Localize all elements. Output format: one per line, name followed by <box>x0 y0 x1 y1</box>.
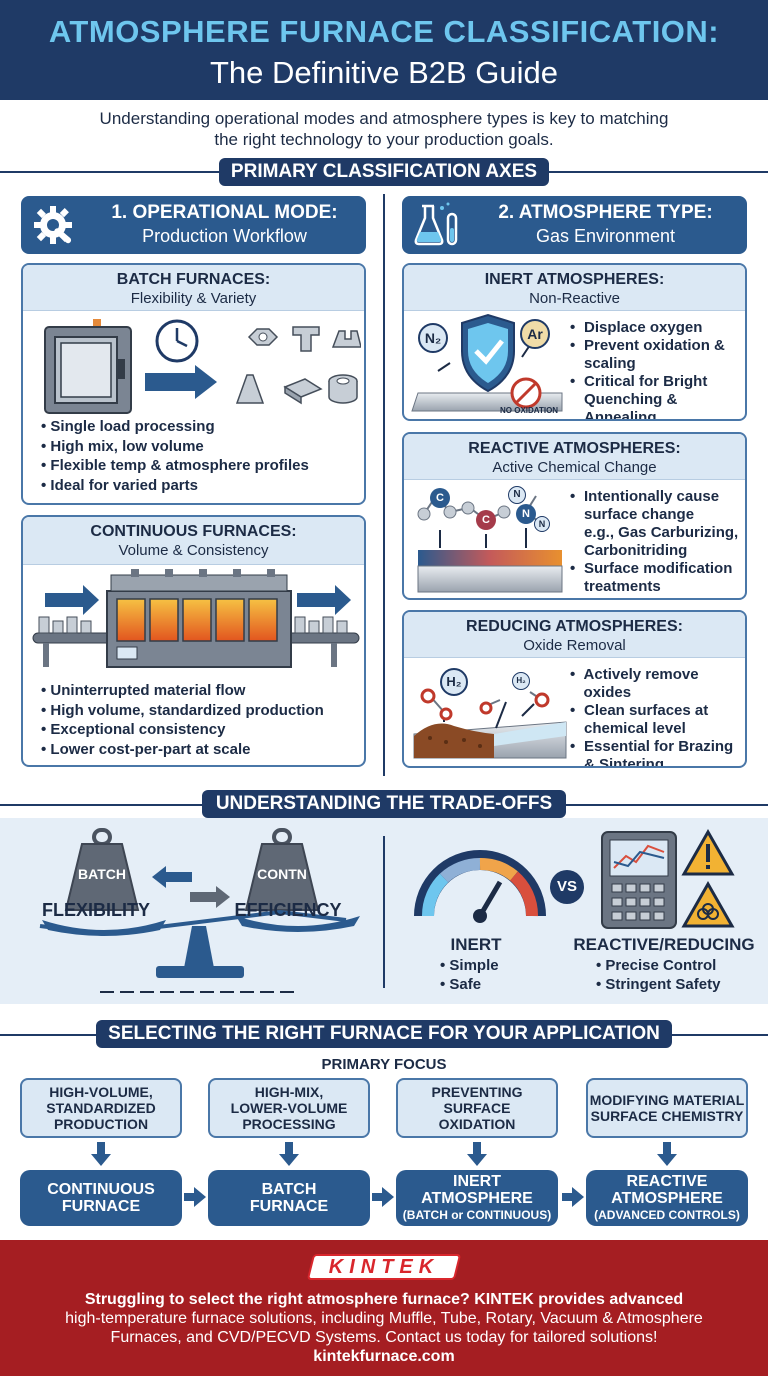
section-heading-selecting: SELECTING THE RIGHT FURNACE FOR YOUR APP… <box>96 1020 672 1048</box>
carbon-atom: C <box>476 510 496 530</box>
header-banner: ATMOSPHERE FURNACE CLASSIFICATION: The D… <box>0 0 768 100</box>
result-inert-atmosphere: INERT ATMOSPHERE (BATCH or CONTINUOUS) <box>396 1170 558 1226</box>
balance-scale-illustration <box>39 828 360 993</box>
argon-bubble: Ar <box>520 319 550 349</box>
section-heading-primary: PRIMARY CLASSIFICATION AXES <box>219 158 549 186</box>
nitrogen-atom: N <box>516 504 536 524</box>
page-title: ATMOSPHERE FURNACE CLASSIFICATION: <box>48 14 720 49</box>
vs-badge: VS <box>550 870 584 904</box>
reducing-oxide-illustration <box>413 688 567 759</box>
reactive-tradeoff-title: REACTIVE/REDUCING <box>573 935 755 954</box>
nitrogen-bubble: N₂ <box>418 323 448 353</box>
batch-furnaces-card: BATCH FURNACES: Flexibility & Variety • … <box>21 263 366 505</box>
hydrogen-bubble: H₂ <box>512 672 530 690</box>
carbon-atom: C <box>430 488 450 508</box>
footer-banner: KINTEK Struggling to select the right at… <box>0 1240 768 1376</box>
reactive-tradeoff-items: • Precise Control • Stringent Safety <box>596 957 721 993</box>
hydrogen-bubble: H₂ <box>440 668 468 696</box>
gear-wrench-icon <box>34 206 72 244</box>
inert-bullets: •Displace oxygen •Prevent oxidation & sc… <box>570 319 725 421</box>
website-link[interactable]: kintekfurnace.com <box>313 1348 455 1365</box>
nitrogen-atom: N <box>534 516 550 532</box>
page-subtitle: The Definitive B2B Guide <box>209 55 559 90</box>
operational-mode-header: 1. OPERATIONAL MODE: Production Workflow <box>21 196 366 254</box>
atmosphere-type-header: 2. ATMOSPHERE TYPE: Gas Environment <box>402 196 747 254</box>
reducing-bullets: •Actively remove oxides •Clean surfaces … <box>570 666 734 768</box>
result-reactive-atmosphere: REACTIVE ATMOSPHERE (ADVANCED CONTROLS) <box>586 1170 748 1226</box>
primary-focus-label: PRIMARY FOCUS <box>321 1056 447 1073</box>
reducing-atmospheres-card: REDUCING ATMOSPHERES: Oxide Removal H₂ H… <box>402 610 747 768</box>
batch-bullets: • Single load processing • High mix, low… <box>41 418 309 494</box>
inert-atmospheres-card: INERT ATMOSPHERES: Non-Reactive N₂ Ar NO… <box>402 263 747 421</box>
no-oxidation-label: NO OXIDATION <box>500 406 559 415</box>
continuous-furnace-illustration <box>32 569 360 668</box>
result-continuous-furnace: CONTINUOUS FURNACE <box>20 1170 182 1226</box>
continuous-bullets: • Uninterrupted material flow • High vol… <box>41 682 324 758</box>
gauge-and-panel-illustration <box>414 828 735 929</box>
inert-shield-illustration <box>411 313 563 412</box>
reactive-atmospheres-card: REACTIVE ATMOSPHERES: Active Chemical Ch… <box>402 432 747 600</box>
efficiency-label: EFFICIENCY <box>234 900 342 920</box>
column-divider <box>383 194 385 776</box>
section-heading-tradeoffs: UNDERSTANDING THE TRADE-OFFS <box>202 790 566 818</box>
result-batch-furnace: BATCH FURNACE <box>208 1170 370 1226</box>
inert-tradeoff-items: • Simple • Safe <box>440 957 499 993</box>
inert-tradeoff-title: INERT <box>450 935 502 954</box>
nitrogen-atom: N <box>508 486 526 504</box>
intro-text: Understanding operational modes and atmo… <box>99 109 669 149</box>
flow-arrows <box>91 1142 677 1207</box>
batch-weight-label: BATCH <box>78 866 126 882</box>
flask-icon <box>414 202 458 246</box>
reactive-bullets: •Intentionally cause surface change e.g.… <box>570 488 739 595</box>
column-divider <box>383 836 385 988</box>
flexibility-label: FLEXIBILITY <box>42 900 150 920</box>
batch-furnace-illustration <box>44 319 361 414</box>
reactive-molecules-illustration <box>417 495 563 593</box>
continuous-furnaces-card: CONTINUOUS FURNACES: Volume & Consistenc… <box>21 515 366 767</box>
contn-weight-label: CONTN <box>257 866 307 882</box>
kintek-logo: KINTEK <box>306 1254 462 1280</box>
